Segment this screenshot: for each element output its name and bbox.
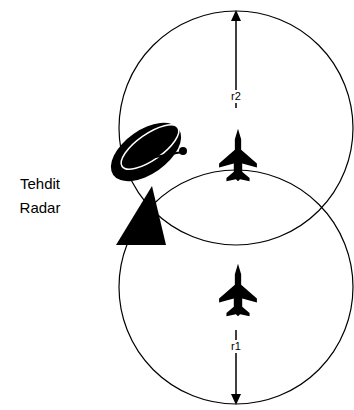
fighter-jet [219,129,257,182]
radius-label: r1 [230,340,242,353]
radar-label: Tehdit Radar [9,172,71,220]
radar-symbol [101,111,192,245]
fighter-jet [219,264,257,317]
arrow-head [231,10,241,21]
radius-label: r2 [230,90,242,103]
arrow-head [231,394,241,405]
